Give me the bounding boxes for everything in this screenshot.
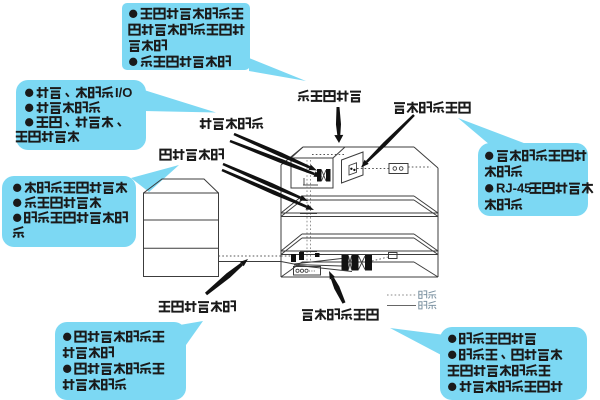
- svg-text:RJ-45: RJ-45: [496, 181, 531, 196]
- svg-text:I/O: I/O: [115, 85, 132, 100]
